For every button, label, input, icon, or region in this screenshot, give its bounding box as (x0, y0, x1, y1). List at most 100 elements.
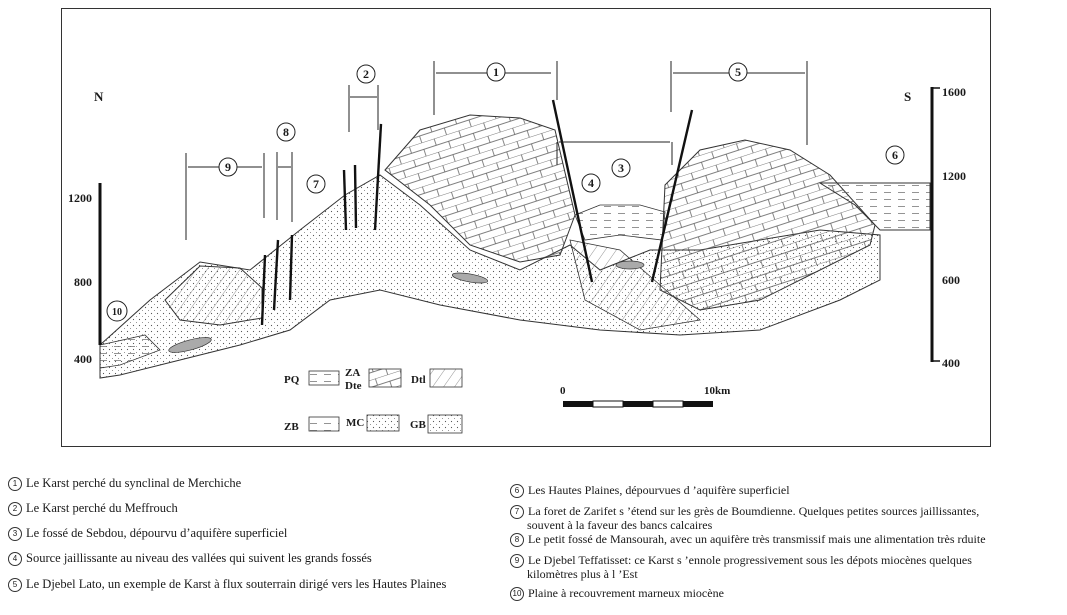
legend-text-1: Le Karst perché du synclinal de Merchich… (26, 476, 242, 490)
legend-text-10: Plaine à recouvrement marneux miocène (528, 586, 724, 600)
right-tick-400: 400 (942, 356, 960, 370)
fault (551, 99, 594, 283)
south-label: S (904, 89, 911, 104)
legend-item-10: 10 Plaine à recouvrement marneux miocène (510, 586, 724, 602)
fault (260, 254, 267, 326)
legend-item-7-cont: souvent à la faveur des bancs calcaires (527, 518, 712, 532)
lithology-key: PQ ZA Dte Dtl ZB MC GB (284, 367, 463, 434)
legend-number-9: 9 (510, 554, 524, 569)
key-dte-label: Dte (345, 380, 362, 392)
legend-text-4: Source jaillissante au niveau des vallée… (26, 551, 372, 565)
bracket-3 (556, 141, 673, 165)
marker-10-circle (106, 300, 128, 322)
key-za-swatch (368, 368, 402, 388)
bracket-2 (348, 85, 379, 132)
legend-text-7: La foret de Zarifet s ’étend sur les grè… (528, 504, 980, 518)
cross-section-frame (61, 8, 991, 447)
marker-6-circle (885, 145, 905, 165)
legend-text-9: Le Djebel Teffatisset: ce Karst s ’ennol… (528, 553, 972, 567)
scale-end-label: 10km (704, 385, 730, 397)
marl-plain-10 (99, 334, 161, 369)
legend-item-8: 8 Le petit fossé de Mansourah, avec un aq… (510, 532, 986, 548)
marker-8-label: 8 (283, 125, 289, 139)
left-elevation-scale: 1200 800 400 (68, 183, 102, 366)
legend-item-6: 6 Les Hautes Plaines, dépourvues d ’aquif… (510, 483, 790, 499)
limestone-flank (569, 239, 701, 331)
lens-2 (451, 272, 489, 284)
key-gb-label: GB (410, 419, 427, 431)
left-tick-1200: 1200 (68, 191, 92, 205)
key-za-label: ZA (345, 367, 360, 379)
bracket-8 (276, 152, 293, 222)
marl-hautes-plaines (818, 182, 931, 231)
legend-item-7: 7 La foret de Zarifet s ’étend sur les gr… (510, 504, 980, 520)
fault (353, 164, 358, 229)
marker-8-circle (276, 122, 296, 142)
legend-item-5: 5 Le Djebel Lato, un exemple de Karst à f… (8, 577, 447, 593)
left-tick-800: 800 (74, 275, 92, 289)
scale-start-label: 0 (560, 385, 566, 397)
left-tick-400: 400 (74, 352, 92, 366)
key-pq-label: PQ (284, 374, 300, 386)
legend-number-10: 10 (510, 587, 524, 602)
marker-2-circle (356, 64, 376, 84)
right-tick-600: 600 (942, 273, 960, 287)
legend-item-9-cont: kilomètres plus à l ’Est (527, 567, 638, 581)
legend-text-2: Le Karst perché du Meffrouch (26, 501, 178, 515)
lens-3 (615, 260, 645, 270)
fault (272, 239, 280, 311)
right-tick-1600: 1600 (942, 85, 966, 99)
key-pq-swatch (308, 370, 340, 386)
limestone-north (164, 265, 263, 326)
legend-item-2: 2 Le Karst perché du Meffrouch (8, 501, 178, 517)
key-zb-label: ZB (284, 421, 299, 433)
legend-number-3: 3 (8, 527, 22, 542)
key-dtl-swatch (429, 368, 463, 388)
legend-text-7-cont: souvent à la faveur des bancs calcaires (527, 518, 713, 532)
key-mc-swatch (366, 414, 400, 432)
legend-number-4: 4 (8, 552, 22, 567)
legend-item-4: 4 Source jaillissante au niveau des vallé… (8, 551, 372, 567)
fault (373, 123, 383, 231)
marker-7-circle (306, 174, 326, 194)
key-gb-swatch (427, 414, 463, 434)
marker-2-label: 2 (363, 67, 369, 81)
key-mc-label: MC (346, 417, 364, 429)
key-dtl-label: Dtl (411, 374, 426, 386)
legend-number-7: 7 (510, 505, 524, 520)
sebdou-graben-fill (574, 204, 666, 241)
marker-3-label: 3 (618, 161, 624, 175)
marker-6-label: 6 (892, 148, 898, 162)
legend-number-5: 5 (8, 578, 22, 593)
marker-7-label: 7 (313, 177, 319, 191)
fault (342, 169, 348, 231)
legend-item-9: 9 Le Djebel Teffatisset: ce Karst s ’enno… (510, 553, 972, 569)
right-tick-1200: 1200 (942, 169, 966, 183)
lens-1 (168, 337, 212, 353)
key-zb-swatch (308, 416, 340, 432)
right-elevation-scale: 1600 1200 600 400 (930, 85, 966, 370)
marker-4-label: 4 (588, 176, 594, 190)
legend-text-8: Le petit fossé de Mansourah, avec un aqu… (528, 532, 986, 546)
marker-10-label: 10 (112, 307, 122, 318)
marker-1-label: 1 (493, 65, 499, 79)
marker-1-circle (486, 62, 506, 82)
legend-text-6: Les Hautes Plaines, dépourvues d ’aquifè… (528, 483, 790, 497)
marker-9-label: 9 (225, 160, 231, 174)
legend-number-2: 2 (8, 502, 22, 517)
fault (288, 234, 294, 301)
fault (650, 109, 694, 283)
marker-3-circle (611, 158, 631, 178)
legend-number-8: 8 (510, 533, 524, 548)
north-label: N (94, 89, 104, 104)
zone-markers (106, 62, 905, 322)
legend-text-9-cont: kilomètres plus à l ’Est (527, 567, 638, 581)
marker-4-circle (581, 173, 601, 193)
faults (260, 99, 694, 326)
legend-text-3: Le fossé de Sebdou, dépourvu d’aquifère … (26, 526, 288, 540)
legend-number-6: 6 (510, 484, 524, 499)
legend-text-5: Le Djebel Lato, un exemple de Karst à fl… (26, 577, 447, 591)
marker-5-label: 5 (735, 65, 741, 79)
